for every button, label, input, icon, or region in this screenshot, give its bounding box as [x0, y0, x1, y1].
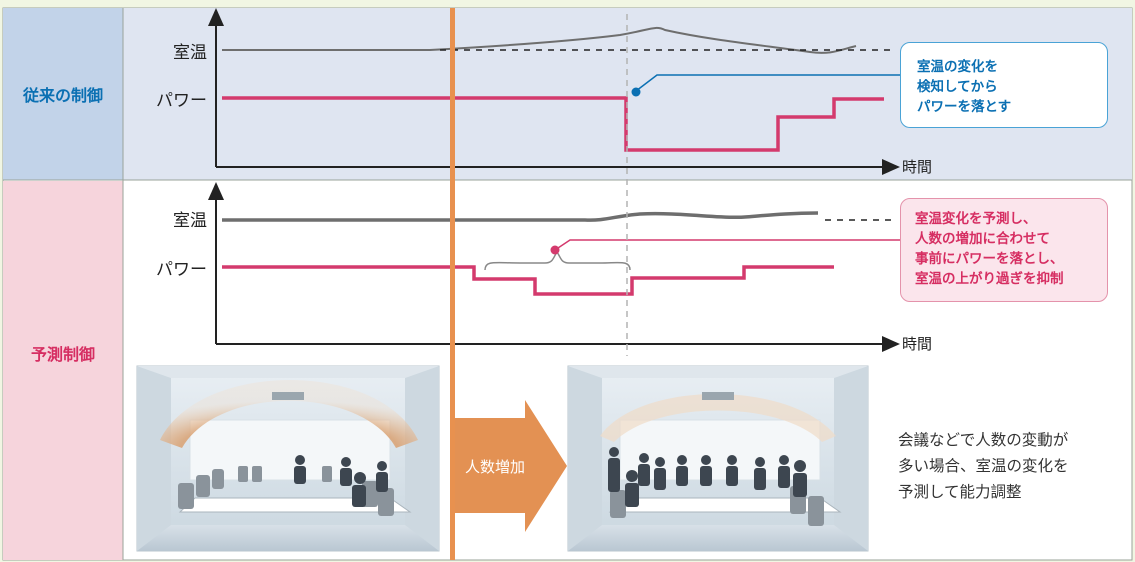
conventional-chart: 室温 パワー 時間 [156, 8, 932, 176]
chart2-power-line [222, 265, 834, 296]
increase-arrow [455, 400, 567, 532]
chart1-callout-line: 室温の変化を [917, 59, 998, 75]
airflow-arc [160, 380, 418, 448]
chart1-room-temp-label: 室温 [173, 43, 207, 63]
row-label-predictive: 予測制御 [31, 345, 95, 364]
chart2-callout-leader [554, 239, 900, 251]
predictive-label-cell [3, 181, 123, 560]
chart2-room-temp-line [222, 211, 819, 222]
predictive-chart: 室温 パワー 時間 [156, 182, 932, 353]
ceiling-ac-unit [272, 392, 304, 400]
chart1-callout-line: 検知してから [917, 79, 998, 95]
airflow-arc-reduced [600, 394, 836, 442]
chart2-callout-box: 室温変化を予測し、 人数の増加に合わせて 事前にパワーを落とし、 室温の上がり過… [900, 198, 1108, 302]
people-group [294, 455, 388, 507]
chart1-power-line [222, 96, 884, 152]
chart2-power-label: パワー [156, 260, 207, 280]
chart2-callout-line: 室温の上がり過ぎを抑制 [915, 271, 1064, 287]
caption-line: 予測して能力調整 [898, 483, 1022, 501]
chart1-callout-dot [631, 87, 641, 97]
chart1-time-label: 時間 [902, 158, 932, 176]
chart2-callout-line: 事前にパワーを落とし、 [915, 251, 1064, 267]
row-label-conventional: 従来の制御 [22, 86, 103, 105]
caption-line: 多い場合、室温の変化を [898, 457, 1069, 475]
caption-line: 会議などで人数の変動が [898, 431, 1069, 449]
chart1-callout-leader [635, 74, 900, 92]
chart2-time-label: 時間 [902, 335, 932, 353]
chart2-callout-line: 人数の増加に合わせて [915, 231, 1050, 247]
increase-arrow-label: 人数増加 [465, 458, 525, 476]
room-before-illustration [136, 365, 440, 552]
chart2-callout-dot [550, 245, 560, 255]
chart2-callout-line: 室温変化を予測し、 [915, 211, 1037, 227]
room-after-illustration [567, 365, 869, 552]
room-caption: 会議などで人数の変動が 多い場合、室温の変化を 予測して能力調整 [898, 427, 1128, 505]
chart2-room-temp-label: 室温 [173, 211, 207, 231]
chart1-callout-box: 室温の変化を 検知してから パワーを落とす [900, 42, 1108, 128]
ceiling-ac-unit-2 [702, 392, 734, 400]
chart1-room-temp-line [222, 26, 857, 54]
chart1-callout-line: パワーを落とす [917, 99, 1012, 115]
people-group-large [608, 447, 807, 507]
time-divider-line [450, 8, 455, 560]
chart1-power-label: パワー [156, 91, 207, 111]
conventional-label-cell [3, 8, 123, 180]
